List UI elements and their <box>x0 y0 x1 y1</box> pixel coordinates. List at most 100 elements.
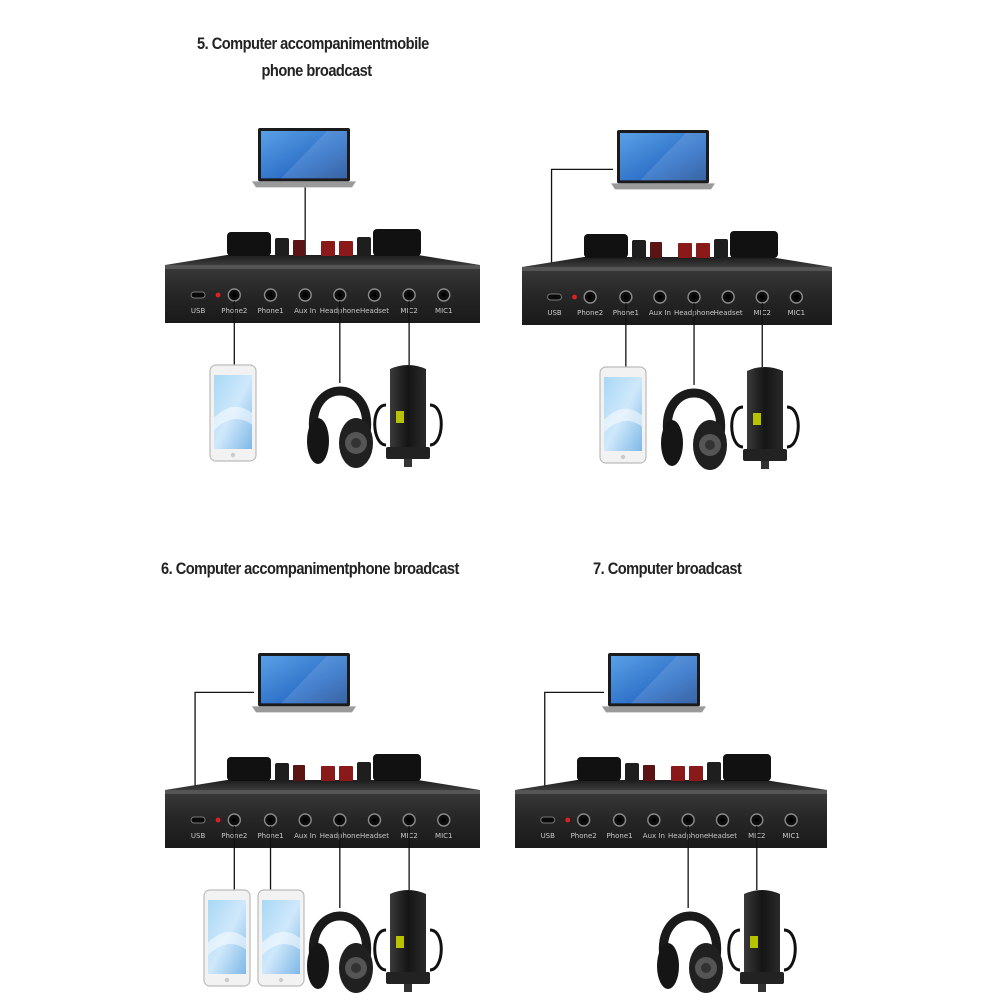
home-button <box>620 454 626 460</box>
shock-mount <box>373 928 443 972</box>
audio-jack-hole <box>302 292 308 298</box>
mic-badge <box>750 936 758 948</box>
port-label: Phone2 <box>577 309 603 317</box>
home-button <box>224 977 230 983</box>
mic-body <box>390 890 426 972</box>
button <box>275 763 289 781</box>
mic-badge <box>396 411 404 423</box>
audio-jack-hole <box>406 817 412 823</box>
power-led <box>572 294 577 300</box>
mic-stand <box>386 447 430 459</box>
port-label: Aux In <box>294 307 316 315</box>
right-knob <box>723 754 771 781</box>
mic-badge <box>396 936 404 948</box>
audio-jack-hole <box>788 817 794 823</box>
mic-stand-neck <box>761 461 769 469</box>
audio-jack-hole <box>588 294 593 300</box>
port-label: Headset <box>360 307 389 315</box>
audio-jack-hole <box>268 817 273 823</box>
usb-port <box>190 291 206 299</box>
left-ear-cup <box>657 943 679 989</box>
headband <box>662 388 726 436</box>
port-label: MIC1 <box>435 307 452 315</box>
headband <box>308 911 372 959</box>
power-led <box>215 817 221 823</box>
fader-cap <box>339 241 353 256</box>
audio-jack-hole <box>720 817 725 823</box>
audio-jack-hole <box>302 817 308 823</box>
fader-cap <box>671 766 685 781</box>
mixer-top <box>522 257 832 267</box>
fader-cap <box>678 243 692 258</box>
audio-jack-hole <box>725 294 731 300</box>
right-knob <box>730 231 778 258</box>
audio-jack-hole <box>623 294 629 300</box>
screen-wave <box>262 931 300 956</box>
fader-cap <box>689 766 703 781</box>
button <box>632 240 646 258</box>
usb-port <box>190 816 206 824</box>
port-label: Headset <box>714 309 743 317</box>
port-label: Aux In <box>294 832 316 840</box>
cable <box>550 168 613 297</box>
fader-cap <box>696 243 710 258</box>
port-label: Aux In <box>643 832 665 840</box>
screen-wave <box>208 931 246 956</box>
mixer-top <box>165 255 480 265</box>
ear-cup-center <box>705 440 715 450</box>
laptop-screen <box>261 131 347 179</box>
fader-cap <box>650 242 662 258</box>
mixer-top <box>515 780 827 790</box>
mic-stand <box>743 449 787 461</box>
right-knob <box>373 229 421 256</box>
scene-4-title: 7. Computer broadcast <box>593 559 742 578</box>
headband <box>658 911 722 959</box>
port-label: MIC1 <box>435 832 452 840</box>
audio-jack-hole <box>685 817 691 823</box>
shock-mount <box>727 928 797 972</box>
laptop-base <box>252 181 356 188</box>
mixer-top <box>165 780 480 790</box>
audio-jack-hole <box>760 294 765 300</box>
home-button <box>230 452 236 458</box>
fader-cap <box>321 241 335 256</box>
audio-jack-hole <box>441 292 446 298</box>
port-label: Phone2 <box>571 832 597 840</box>
audio-jack-hole <box>372 292 377 298</box>
button <box>707 762 721 781</box>
port-label: USB <box>191 307 206 315</box>
port-label: USB <box>547 309 562 317</box>
button <box>275 238 289 256</box>
fader-cap <box>321 766 335 781</box>
port-label: MIC1 <box>788 309 805 317</box>
audio-jack-hole <box>617 817 622 823</box>
screen-wave <box>214 406 252 431</box>
fader-cap <box>339 766 353 781</box>
fader-cap <box>293 765 305 781</box>
left-knob <box>584 234 628 258</box>
mic-badge <box>753 413 761 425</box>
panel-edge <box>165 265 480 269</box>
port-label: Aux In <box>649 309 671 317</box>
audio-jack-hole <box>651 817 657 823</box>
mic-stand-neck <box>404 984 412 992</box>
mic-stand-neck <box>404 459 412 467</box>
screen-glare <box>281 131 347 179</box>
screen-glare <box>281 656 347 704</box>
left-knob <box>577 757 621 781</box>
power-led <box>215 292 221 298</box>
port-label: Phone1 <box>257 307 283 315</box>
port-label: Headset <box>708 832 737 840</box>
panel-edge <box>522 267 832 271</box>
port-label: USB <box>191 832 206 840</box>
left-ear-cup <box>307 418 329 464</box>
laptop-base <box>252 706 356 713</box>
left-knob <box>227 232 271 256</box>
left-ear-cup <box>661 420 683 466</box>
left-knob <box>227 757 271 781</box>
scene-1-title-line-2: phone broadcast <box>261 61 373 80</box>
audio-jack-hole <box>268 292 273 298</box>
